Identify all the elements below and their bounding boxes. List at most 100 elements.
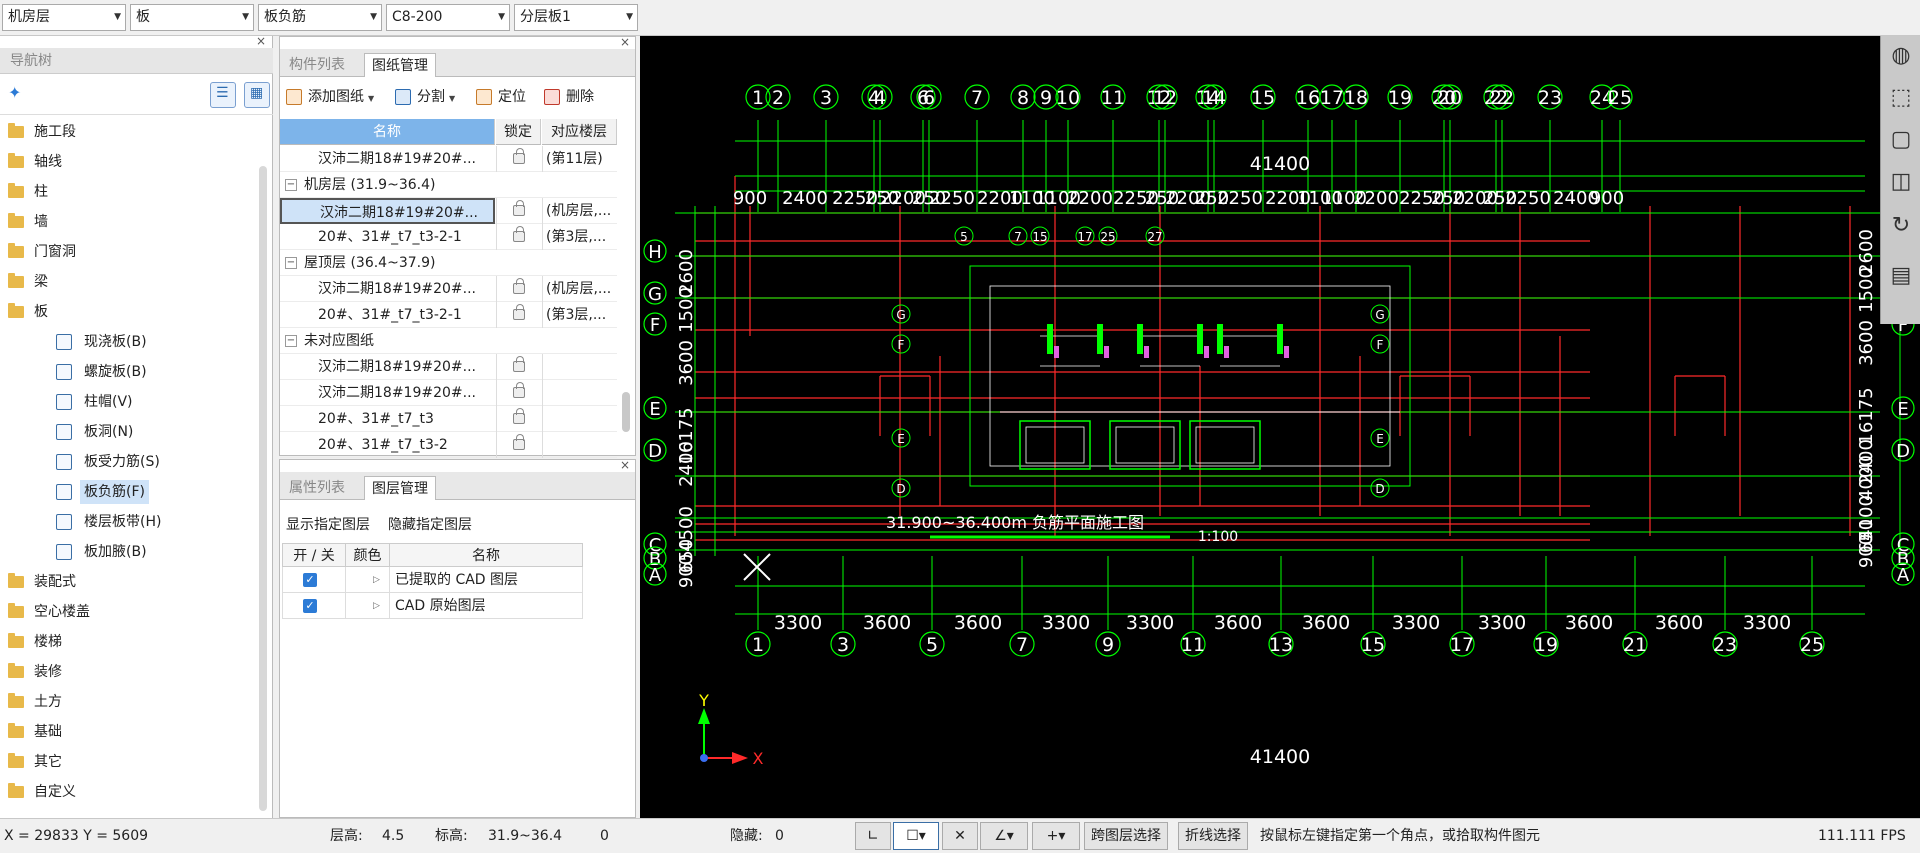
axis-bubble <box>1010 84 1036 110</box>
layer-row[interactable]: ✓ ▷ 已提取的 CAD 图层 <box>282 567 583 593</box>
drawing-row[interactable]: 20#、31#_t7_t3-2-1(第3层,... <box>280 224 617 250</box>
tab-component-list[interactable]: 构件列表 <box>289 57 345 73</box>
component-value: C8-200 <box>392 9 443 25</box>
column-header-layer-name[interactable]: 名称 <box>389 543 583 567</box>
close-icon[interactable]: × <box>256 34 267 48</box>
orbit-icon[interactable]: ◍ <box>1891 43 1911 68</box>
drawing-row[interactable]: 20#、31#_t7_t3-2-1(第3层,... <box>280 302 617 328</box>
cross-select-icon[interactable]: ✕ <box>942 822 978 850</box>
cross-layer-select-button[interactable]: 跨图层选择 <box>1084 822 1168 850</box>
lock-cell[interactable] <box>496 146 541 172</box>
color-expand-icon[interactable]: ▷ <box>373 575 380 585</box>
axis-bubble <box>1533 631 1559 657</box>
axis-label: 14 <box>1196 87 1220 109</box>
drawing-row[interactable]: 汉沛二期18#19#20#...(机房层,... <box>280 198 617 224</box>
left-dimension: 650 <box>676 539 697 573</box>
delete-button[interactable]: 删除 <box>544 83 594 111</box>
drawing-group-row[interactable]: −屋顶层 (36.4~37.9) <box>280 250 617 276</box>
top-dimension: 1100 <box>1009 188 1055 209</box>
box-view-icon[interactable]: ▢ <box>1890 127 1912 152</box>
sparkle-icon[interactable]: ✦ <box>8 83 22 102</box>
category-select[interactable]: 板▼ <box>130 4 254 31</box>
column-header-floor[interactable]: 对应楼层 <box>542 119 617 145</box>
collapse-icon[interactable]: − <box>285 179 297 191</box>
component-select[interactable]: C8-200▼ <box>386 4 510 31</box>
layer-toggle-checkbox[interactable]: ✓ <box>303 573 317 587</box>
axis-label: 1 <box>752 87 764 109</box>
floor-select[interactable]: 机房层▼ <box>2 4 126 31</box>
lock-cell[interactable] <box>496 224 541 250</box>
column-header-toggle[interactable]: 开 / 关 <box>282 543 346 567</box>
tab-layer-management[interactable]: 图层管理 <box>364 476 436 500</box>
layers-grid-icon[interactable]: ▤ <box>1890 263 1912 288</box>
rotate-icon[interactable]: ↻ <box>1891 213 1911 238</box>
axis-bubble <box>867 84 893 110</box>
lock-cell[interactable] <box>496 354 541 380</box>
drawing-row[interactable]: 20#、31#_t7_t3 <box>280 406 617 432</box>
polyline-select-button[interactable]: 折线选择 <box>1178 822 1248 850</box>
tree-item-label: 现浇板(B) <box>84 334 147 350</box>
column-header-lock[interactable]: 锁定 <box>496 119 541 145</box>
top-dimension: 2200 <box>1067 188 1113 209</box>
column-header-color[interactable]: 颜色 <box>345 543 390 567</box>
drawing-group-row[interactable]: −机房层 (31.9~36.4) <box>280 172 617 198</box>
lock-cell[interactable] <box>496 406 541 432</box>
layer-select[interactable]: 分层板1▼ <box>514 4 638 31</box>
axis-label: 16 <box>1296 87 1320 109</box>
status-bar: X = 29833 Y = 5609 层高: 4.5 标高: 31.9~36.4… <box>0 818 1920 852</box>
show-layer-button[interactable]: 显示指定图层 <box>286 517 370 533</box>
column-header-name[interactable]: 名称 <box>280 119 495 145</box>
component-type-select[interactable]: 板负筋▼ <box>258 4 382 31</box>
color-expand-icon[interactable]: ▷ <box>373 601 380 611</box>
ortho-icon[interactable]: ∟ <box>855 822 891 850</box>
close-icon[interactable]: × <box>620 458 631 472</box>
axis-label: 6 <box>923 87 935 109</box>
top-dimension: 250 <box>912 188 946 209</box>
axis-bubble <box>1712 631 1738 657</box>
close-icon[interactable]: × <box>620 35 631 49</box>
left-dimension: 2600 <box>676 249 697 295</box>
lock-cell[interactable] <box>496 198 541 224</box>
tab-drawing-management[interactable]: 图纸管理 <box>364 53 436 77</box>
axis-label: A <box>1897 565 1910 586</box>
lock-cell[interactable] <box>496 432 541 458</box>
grid-view-button[interactable]: ▦ <box>244 82 270 108</box>
locate-button[interactable]: 定位 <box>476 83 526 111</box>
drawing-group-row[interactable]: −未对应图纸 <box>280 328 617 354</box>
rect-select-icon[interactable]: ☐▾ <box>893 822 939 850</box>
hide-layer-button[interactable]: 隐藏指定图层 <box>388 517 472 533</box>
inner-axis-label: 17 <box>1077 230 1092 244</box>
split-button[interactable]: 分割▼ <box>395 83 455 111</box>
drawing-row[interactable]: 20#、31#_t7_t3-2 <box>280 432 617 458</box>
drawing-row[interactable]: 汉沛二期18#19#20#...(机房层,... <box>280 276 617 302</box>
collapse-icon[interactable]: − <box>285 257 297 269</box>
drawing-row[interactable]: 汉沛二期18#19#20#...(第11层) <box>280 146 617 172</box>
floor-height-label: 层高: <box>330 828 363 844</box>
tab-property-list[interactable]: 属性列表 <box>289 480 345 496</box>
drawing-row[interactable]: 汉沛二期18#19#20#... <box>280 380 617 406</box>
3d-view-icon[interactable]: ⬚ <box>1890 85 1912 110</box>
top-dimension: 2200 <box>1452 188 1498 209</box>
drawing-row[interactable]: 汉沛二期18#19#20#... <box>280 354 617 380</box>
angle-icon[interactable]: ∠▾ <box>980 822 1028 850</box>
list-view-button[interactable]: ☰ <box>210 82 236 108</box>
tree-item-label: 轴线 <box>34 154 62 170</box>
axis-bubble <box>745 631 771 657</box>
layer-row[interactable]: ✓ ▷ CAD 原始图层 <box>282 593 583 619</box>
axis-label: D <box>648 441 662 462</box>
drawing-scale: 1:100 <box>1198 529 1238 545</box>
lock-cell[interactable] <box>496 380 541 406</box>
rebar-mark <box>1217 324 1223 354</box>
axis-bubble <box>1489 84 1515 110</box>
add-drawing-button[interactable]: 添加图纸▼ <box>286 83 374 111</box>
bottom-dimension: 3600 <box>954 612 1002 634</box>
layer-toggle-checkbox[interactable]: ✓ <box>303 599 317 613</box>
drawing-scrollbar[interactable] <box>622 392 630 432</box>
nav-scrollbar[interactable] <box>259 166 267 811</box>
snap-icon[interactable]: +▾ <box>1032 822 1080 850</box>
lock-cell[interactable] <box>496 276 541 302</box>
lock-cell[interactable] <box>496 302 541 328</box>
collapse-icon[interactable]: − <box>285 335 297 347</box>
cube-icon[interactable]: ◫ <box>1890 169 1912 194</box>
